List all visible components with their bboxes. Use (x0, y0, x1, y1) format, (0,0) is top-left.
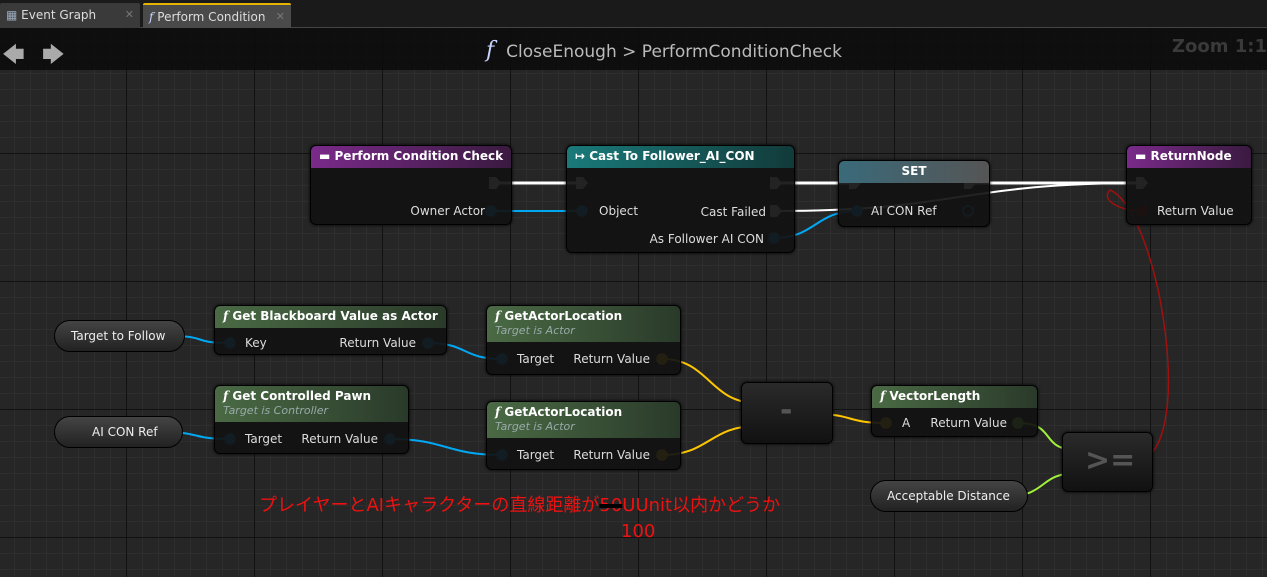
pin-return-value: Return Value (1157, 204, 1234, 218)
node-title: SET (839, 161, 989, 183)
function-icon: f (223, 389, 229, 403)
node-greater-equal[interactable]: >= (1062, 432, 1153, 492)
comment-text: プレイヤーとAIキャラクターの直線距離が50UUnit以内かどうか (259, 495, 781, 516)
node-title: ↦ Cast To Follower_AI_CON (567, 146, 794, 168)
pin-return-value: Return Value (301, 432, 378, 446)
breadcrumb-parent[interactable]: CloseEnough (506, 42, 617, 62)
close-icon[interactable]: ✕ (124, 8, 134, 21)
tab-perform-condition[interactable]: f Perform Condition✕ (143, 3, 291, 28)
breadcrumb-separator: > (622, 42, 637, 62)
operator-label: - (780, 393, 793, 428)
breadcrumb-current: PerformConditionCheck (641, 42, 842, 62)
node-perform-condition-check[interactable]: ▬ Perform Condition Check Owner Actor (310, 145, 512, 225)
pin-owner-actor: Owner Actor (410, 204, 485, 218)
pin-return-value: Return Value (573, 352, 650, 366)
graph-header: 🡄 🡆 f CloseEnough > PerformConditionCheck… (0, 28, 1267, 70)
node-title: ▬ Perform Condition Check (311, 146, 511, 168)
pin-return-value: Return Value (573, 448, 650, 462)
pin-a: A (902, 416, 911, 430)
forward-arrow-icon[interactable]: 🡆 (42, 43, 65, 68)
function-icon: f (880, 389, 886, 403)
graph-canvas[interactable] (0, 28, 1267, 577)
comment-replacement: 100 (621, 521, 656, 542)
pin-object: Object (599, 204, 639, 218)
var-ai-con-ref[interactable]: AI CON Ref (54, 416, 183, 448)
breadcrumb: f CloseEnough > PerformConditionCheck (486, 38, 842, 63)
pin-cast-failed: Cast Failed (700, 205, 766, 219)
node-cast-to-follower[interactable]: ↦ Cast To Follower_AI_CON Object Cast Fa… (566, 145, 795, 253)
pin-return-value: Return Value (339, 336, 416, 350)
tab-event-graph[interactable]: ▦ Event Graph✕ (0, 3, 140, 28)
node-get-blackboard-value[interactable]: f Get Blackboard Value as Actor Key Retu… (214, 305, 447, 355)
pin-key: Key (245, 336, 267, 350)
pin-target: Target (517, 352, 555, 366)
back-arrow-icon[interactable]: 🡄 (2, 43, 25, 68)
function-icon: f (223, 309, 229, 323)
wire (1106, 189, 1169, 463)
function-icon: f (495, 405, 501, 419)
grid-icon: ▦ (6, 8, 22, 22)
close-icon[interactable]: ✕ (275, 10, 285, 23)
pin-ai-con-ref: AI CON Ref (871, 204, 937, 218)
var-target-to-follow[interactable]: Target to Follow (54, 320, 185, 352)
node-set[interactable]: SET AI CON Ref (838, 160, 990, 227)
node-title: f Get Blackboard Value as Actor (215, 306, 446, 328)
node-return[interactable]: ▬ ReturnNode Return Value (1126, 145, 1252, 225)
node-title: f VectorLength (872, 386, 1037, 408)
function-icon: f (486, 38, 495, 63)
tab-bar: ▦ Event Graph✕ f Perform Condition✕ (0, 0, 1267, 28)
function-icon: f (495, 309, 501, 323)
pin-target: Target (245, 432, 283, 446)
function-icon: f (149, 10, 158, 24)
pin-return-value: Return Value (930, 416, 1007, 430)
pin-target: Target (517, 448, 555, 462)
pin-as-follower: As Follower AI CON (649, 232, 764, 246)
operator-label: >= (1085, 443, 1136, 478)
node-subtract[interactable]: - (741, 382, 833, 444)
zoom-level: Zoom 1:1 (1171, 36, 1267, 57)
node-vector-length[interactable]: f VectorLength A Return Value (871, 385, 1038, 437)
node-title: ▬ ReturnNode (1127, 146, 1251, 168)
var-acceptable-distance[interactable]: Acceptable Distance (870, 480, 1028, 512)
